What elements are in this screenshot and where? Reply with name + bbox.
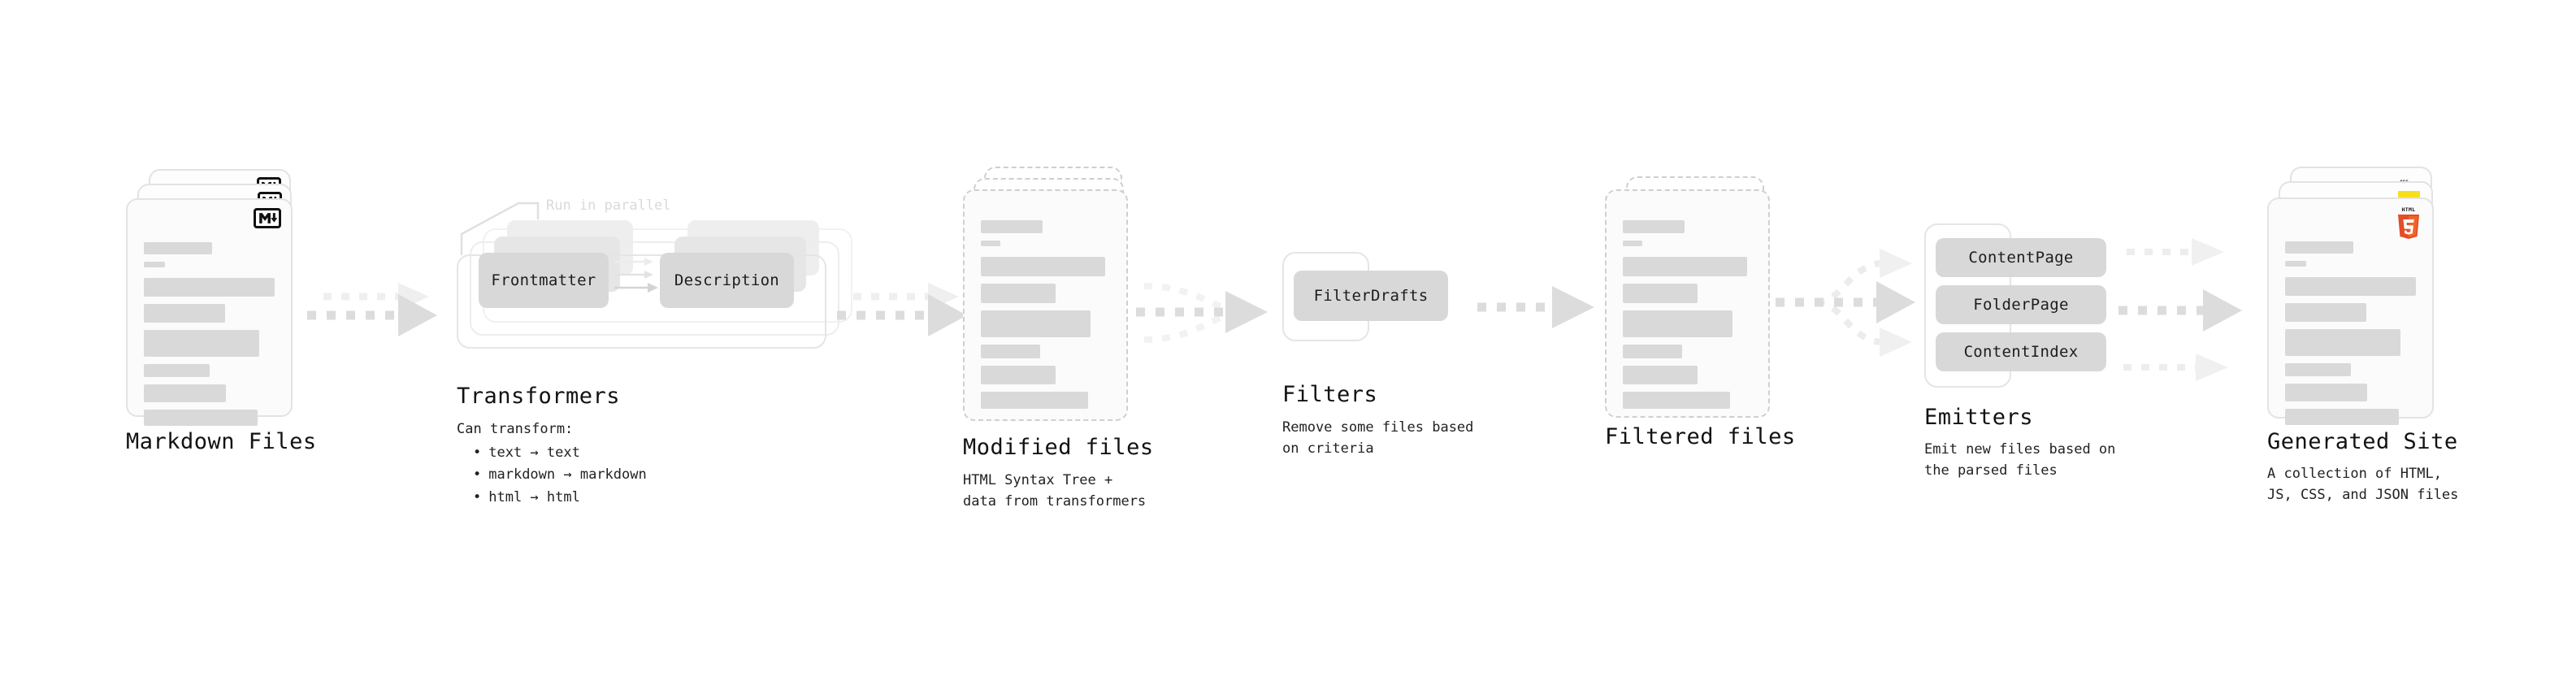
emitter-chip-contentindex[interactable]: ContentIndex [1936, 332, 2106, 371]
run-in-parallel-bracket [460, 202, 540, 255]
transformer-chip-description[interactable]: Description [660, 253, 794, 308]
filters-subtitle: Remove some files based on criteria [1282, 419, 1474, 458]
modified-files-stack [963, 167, 1138, 427]
filters-box: FilterDrafts [1282, 252, 1448, 341]
stage-title-modified-files: Modified files [963, 435, 1154, 460]
arrow-filtered-to-emitters [1776, 249, 1915, 357]
transform-rule: html → html [473, 487, 647, 509]
generated-site-subtitle: A collection of HTML, JS, CSS, and JSON … [2267, 466, 2459, 504]
html5-badge-icon: HTML [2398, 206, 2419, 239]
stage-title-transformers: Transformers [457, 384, 621, 409]
arrow-emitters-to-site [2118, 238, 2242, 381]
placeholder-lines [2285, 241, 2416, 432]
emitters-subtitle: Emit new files based on the parsed files [1924, 441, 2116, 479]
filtered-card-front [1605, 189, 1770, 418]
generated-card-front: HTML [2267, 197, 2434, 425]
svg-text:HTML: HTML [2402, 206, 2416, 213]
markdown-files-stack [126, 169, 301, 426]
filtered-files-stack [1605, 176, 1780, 436]
arrow-markdown-to-transformers [307, 283, 437, 336]
transformers-box: Frontmatter Description [457, 253, 826, 349]
markdown-badge-icon [254, 208, 281, 228]
stage-title-markdown-files: Markdown Files [126, 429, 317, 454]
stage-title-emitters: Emitters [1924, 405, 2034, 430]
stage-title-filters: Filters [1282, 382, 1378, 407]
placeholder-lines [144, 242, 275, 433]
transformer-chip-frontmatter[interactable]: Frontmatter [479, 253, 609, 308]
arrow-transformers-to-modified [837, 283, 967, 336]
modified-card-front [963, 189, 1128, 421]
stage-title-filtered-files: Filtered files [1605, 424, 1796, 449]
emitters-box: ContentPage FolderPage ContentIndex [1924, 223, 2106, 388]
placeholder-lines [1623, 220, 1752, 416]
transform-rule: markdown → markdown [473, 464, 646, 486]
arrow-filters-to-filtered [1477, 286, 1594, 328]
transform-rule: text → text [473, 442, 647, 464]
transformers-capability-list: Can transform: text → text markdown → ma… [457, 419, 647, 509]
modified-files-subtitle: HTML Syntax Tree + data from transformer… [963, 472, 1147, 510]
stage-title-generated-site: Generated Site [2267, 429, 2458, 454]
generated-site-stack: CSS HTML [2267, 167, 2442, 425]
filter-chip-filterdrafts[interactable]: FilterDrafts [1294, 271, 1448, 321]
run-in-parallel-label: Run in parallel [546, 197, 671, 214]
emitter-chip-folderpage[interactable]: FolderPage [1936, 285, 2106, 324]
markdown-card-front [126, 198, 293, 426]
emitter-chip-contentpage[interactable]: ContentPage [1936, 238, 2106, 277]
transformers-list-lead: Can transform: [457, 421, 574, 437]
transformer-inner-arrows [614, 258, 658, 293]
arrow-modified-to-filters [1136, 283, 1268, 343]
placeholder-lines [981, 220, 1110, 416]
